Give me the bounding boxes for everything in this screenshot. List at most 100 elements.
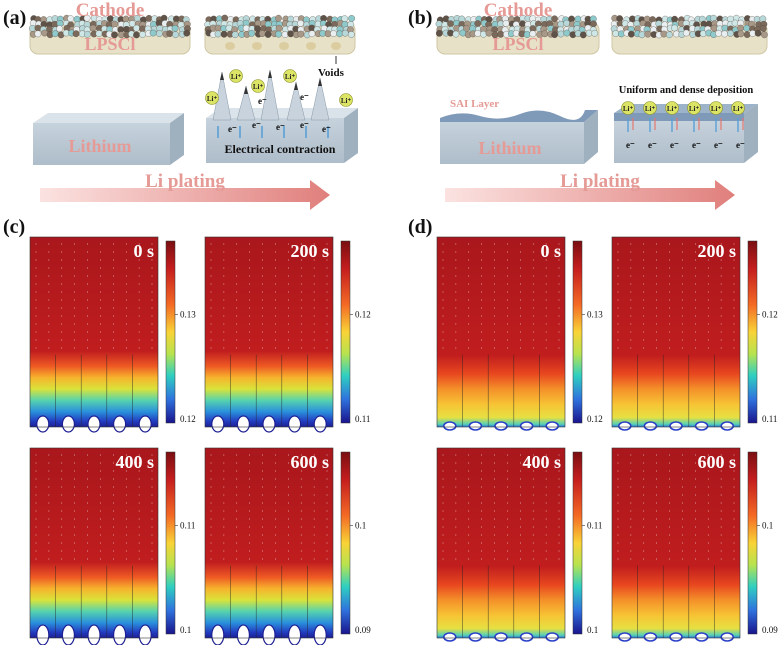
lpscl-label-a: LPSCl (84, 34, 135, 54)
time-label: 400 s (522, 452, 561, 472)
uniform-deposit-mark (670, 633, 682, 641)
cathode-particle (248, 30, 254, 36)
dendrite-tip (294, 82, 298, 90)
uniform-deposit-mark (546, 422, 558, 430)
dendrite-tip (318, 78, 322, 86)
cathode-particle (259, 30, 265, 36)
uniform-deposit-mark (444, 422, 456, 430)
panel-b: (b) Cathode LPSCl SAI Layer Lithium Unif… (408, 0, 768, 210)
cathode-particle (645, 31, 651, 37)
sai-layer-a (440, 110, 598, 122)
cathode-particle (738, 31, 744, 37)
cathode-particle (73, 30, 79, 36)
dendrite-tip (268, 70, 272, 78)
panel-label-b: (b) (408, 7, 432, 29)
lithium-label-b: Lithium (478, 138, 541, 158)
cathode-particle (35, 25, 41, 31)
li-ion-label: Li⁺ (341, 97, 352, 105)
uniform-deposit-mark (469, 633, 481, 641)
map-field (437, 237, 565, 427)
uniform-deposit-mark (521, 633, 533, 641)
uniform-deposit-mark (721, 422, 733, 430)
uniform-deposit-mark (696, 422, 708, 430)
map-d-0: 0 s0.130.12 (437, 237, 603, 430)
dendrite-tip-mark (37, 625, 49, 645)
li-ion-label: Li⁺ (623, 105, 634, 113)
cathode-particle (265, 31, 271, 37)
dendrite-tip-mark (237, 625, 249, 645)
cathode-label-b: Cathode (484, 0, 553, 21)
cathode-particles-a2 (205, 15, 355, 38)
dendrite-tip-mark (37, 416, 49, 432)
li-ion-label: Li⁺ (711, 105, 722, 113)
panel-label-a: (a) (3, 7, 26, 29)
cathode-particle (580, 32, 586, 38)
uniform-deposit-mark (495, 633, 507, 641)
electron-label: e⁻ (736, 140, 745, 150)
colorbar-tick: 0.1 (355, 520, 366, 530)
li-ion-label: Li⁺ (667, 105, 678, 113)
colorbar (166, 241, 175, 423)
time-label: 200 s (290, 241, 329, 261)
colorbar-tick: 0.1 (762, 520, 773, 530)
cathode-particle (29, 25, 35, 31)
uniform-deposit-mark (619, 633, 631, 641)
plating-label-b: Li plating (560, 171, 640, 192)
map-d-3: 600 s 0.1 0.09 (612, 448, 778, 641)
cathode-particle (265, 21, 271, 27)
cathode-particle (282, 31, 288, 37)
void (306, 42, 316, 50)
dendrite-tip-mark (139, 625, 151, 645)
map-field (205, 448, 333, 638)
cathode-particle (150, 30, 156, 36)
cathode-particle (90, 25, 96, 31)
cathode-particle (683, 30, 689, 36)
dendrite-tip-mark (212, 625, 224, 645)
cathode-particle (348, 31, 354, 37)
colorbar (573, 241, 582, 423)
cathode-particle (275, 15, 281, 21)
electrical-label: Electrical contraction (225, 142, 336, 156)
void (279, 42, 289, 50)
cathode-particle (298, 31, 304, 37)
electron-label: e⁻ (252, 120, 261, 130)
colorbar-tick: 0.12 (762, 309, 778, 319)
cathode-particle (503, 20, 509, 26)
uniform-deposit-mark (644, 422, 656, 430)
uniform-deposit-mark (495, 422, 507, 430)
colorbar-tick: 0.13 (180, 309, 196, 319)
cathode-particle (755, 30, 761, 36)
colorbar-tick: 0.09 (762, 625, 778, 635)
cathode-particle (330, 30, 336, 36)
map-field (612, 237, 740, 427)
cathode-particle (661, 31, 667, 37)
time-label: 600 s (697, 452, 736, 472)
cathode-particle (618, 31, 624, 37)
void (331, 42, 341, 50)
cathode-particle (167, 30, 173, 36)
dendrite-tip-mark (88, 625, 100, 645)
panel-label-d: (d) (408, 216, 432, 238)
voids-label: Voids (318, 67, 345, 79)
cathode-particle (743, 25, 749, 31)
void (225, 42, 235, 50)
dendrite-tip-mark (289, 625, 301, 645)
colorbar-tick: 0.12 (355, 309, 371, 319)
dendrite-tip-mark (237, 416, 249, 432)
dendrite-tip-mark (114, 416, 126, 432)
map-d-2: 400 s0.110.1 (437, 448, 602, 641)
cathode-particle (590, 21, 596, 27)
cathode-particle (563, 20, 569, 26)
cathode-particle (558, 31, 564, 37)
cathode-particle (671, 25, 677, 31)
time-label: 0 s (540, 241, 561, 261)
li-ion-label: Li⁺ (285, 73, 296, 81)
concentration-maps: 0 s0.130.12200 s0.120.11400 s0.110.1600 … (30, 237, 778, 645)
time-label: 400 s (115, 452, 154, 472)
colorbar (748, 241, 757, 423)
cathode-particle (436, 30, 442, 36)
cathode-particle (172, 25, 178, 31)
colorbar-tick: 0.09 (355, 625, 371, 635)
panel-a: (a) Cathode LPSCl Voids Lithium e⁻e⁻e⁻e⁻… (3, 0, 358, 210)
